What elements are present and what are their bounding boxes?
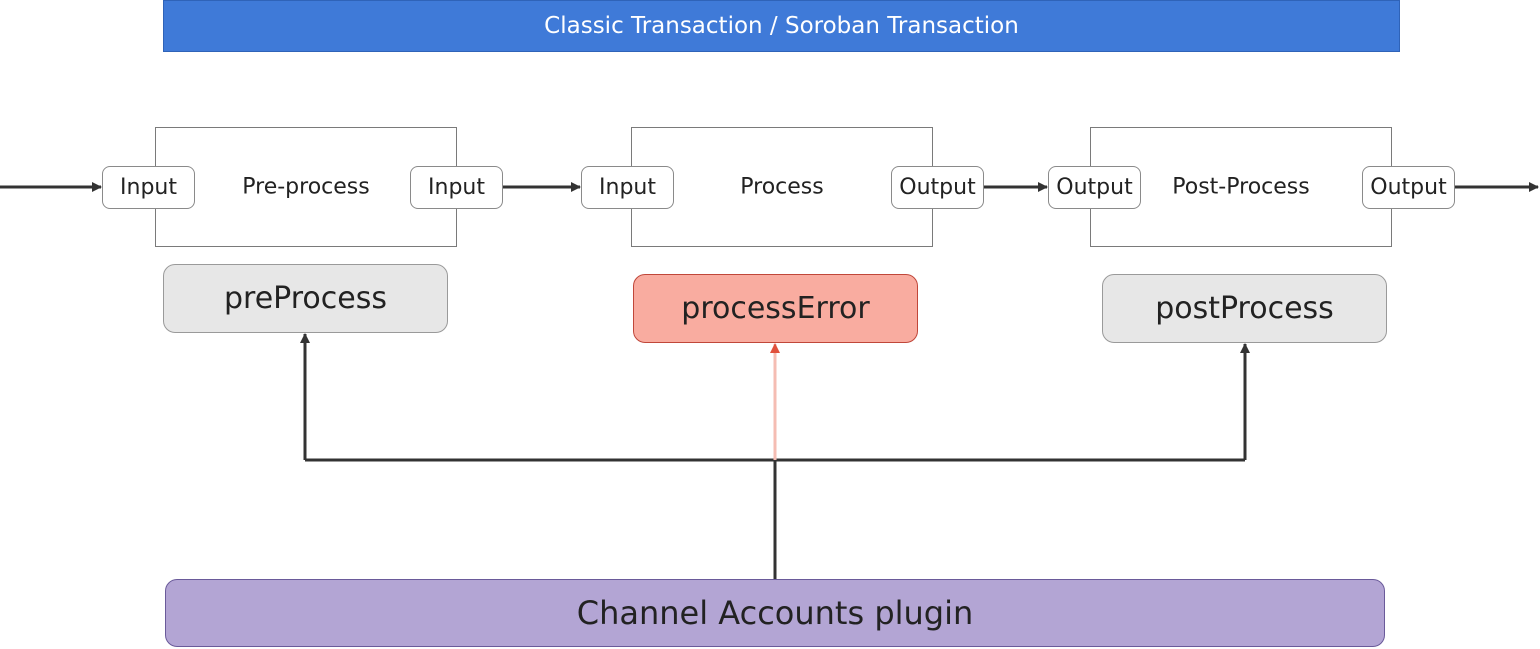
stage-preprocess-label: Pre-process: [242, 174, 370, 200]
hook-preprocess: preProcess: [163, 264, 448, 333]
stage-postprocess-label: Post-Process: [1172, 174, 1310, 200]
channel-accounts-plugin: Channel Accounts plugin: [165, 579, 1385, 647]
preprocess-output-port: Input: [410, 166, 503, 209]
diagram-title: Classic Transaction / Soroban Transactio…: [163, 0, 1400, 52]
hook-processerror: processError: [633, 274, 918, 343]
hook-postprocess: postProcess: [1102, 274, 1387, 343]
process-output-port: Output: [891, 166, 984, 209]
postprocess-input-port: Output: [1048, 166, 1141, 209]
stage-process-box: [631, 127, 933, 247]
postprocess-output-port: Output: [1362, 166, 1455, 209]
stage-process-label: Process: [740, 174, 824, 200]
preprocess-input-port: Input: [102, 166, 195, 209]
stage-preprocess-box: [155, 127, 457, 247]
process-input-port: Input: [581, 166, 674, 209]
